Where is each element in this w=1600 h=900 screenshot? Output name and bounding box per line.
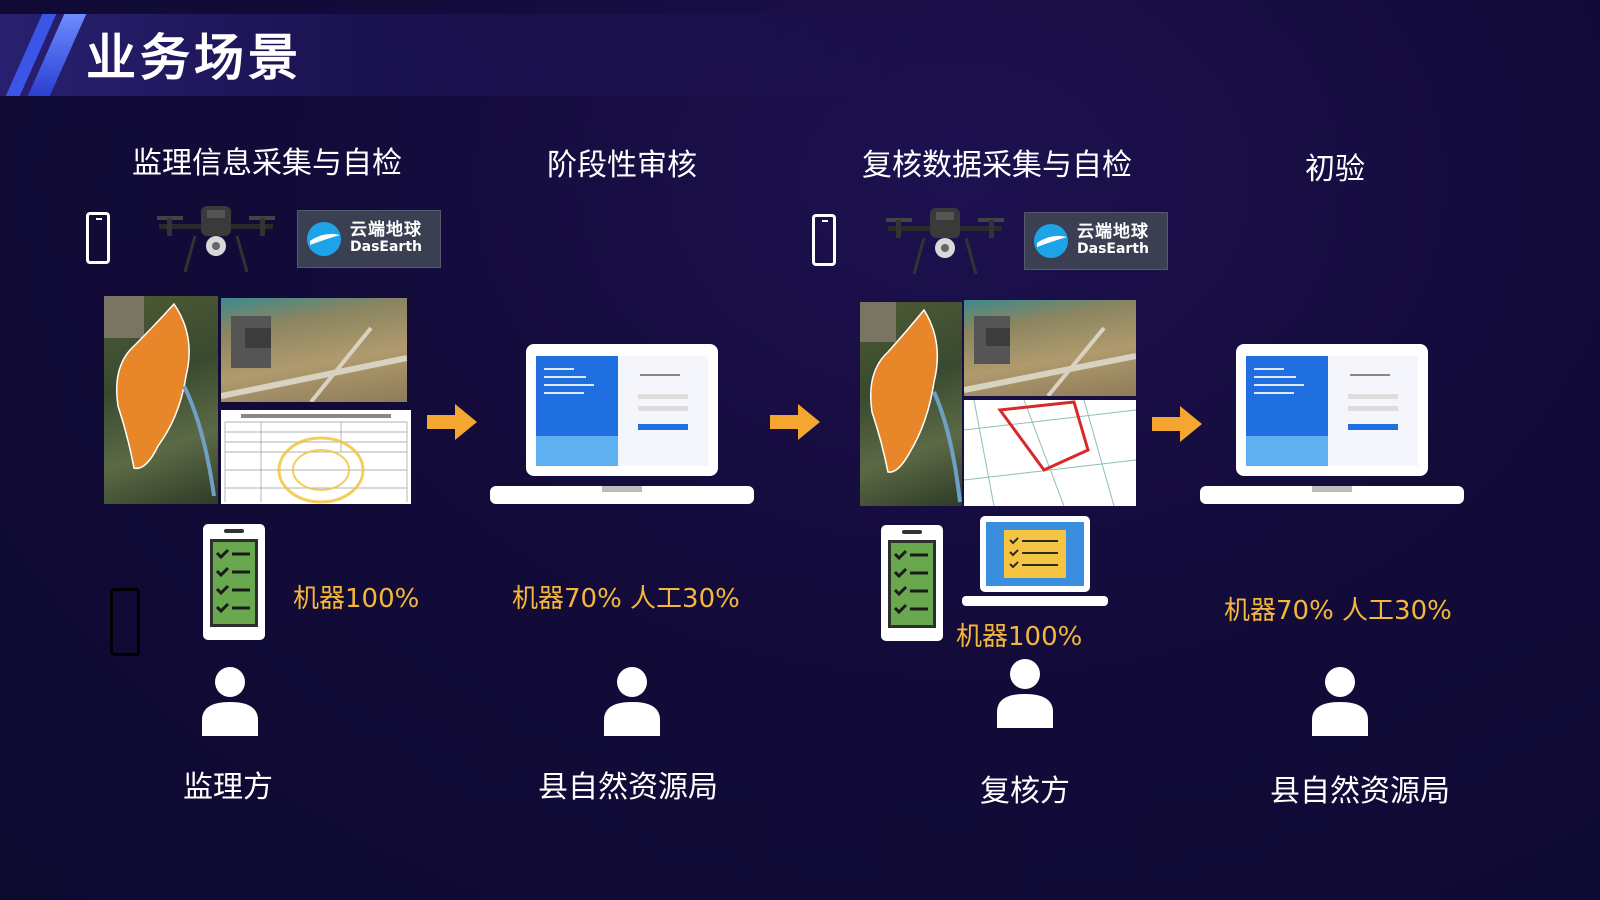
title-banner xyxy=(0,14,900,96)
stage-title-2: 阶段性审核 xyxy=(547,148,697,183)
globe-icon xyxy=(1034,224,1068,258)
report-document xyxy=(221,410,411,504)
role-label-1: 监理方 xyxy=(183,770,273,805)
logo-text-en: DasEarth xyxy=(1077,241,1149,257)
logo-text-cn: 云端地球 xyxy=(350,220,422,240)
ratio-label-2: 机器70% 人工30% xyxy=(512,584,740,614)
person-icon xyxy=(1312,667,1368,736)
person-icon xyxy=(604,667,660,736)
logo-text-en: DasEarth xyxy=(350,239,422,255)
phone-icon xyxy=(86,212,110,264)
phone-icon xyxy=(812,214,836,266)
dasearth-logo: 云端地球 DasEarth xyxy=(1024,212,1168,270)
cad-drawing xyxy=(964,400,1136,506)
page-title: 业务场景 xyxy=(86,29,302,87)
map-image xyxy=(860,302,962,506)
checklist-phone-icon xyxy=(881,525,943,641)
role-label-3: 复核方 xyxy=(980,774,1070,809)
map-image xyxy=(104,296,218,504)
drone-icon xyxy=(157,206,275,273)
ratio-label-4: 机器70% 人工30% xyxy=(1224,596,1452,626)
stage-title-1: 监理信息采集与自检 xyxy=(132,146,402,181)
logo-text-cn: 云端地球 xyxy=(1077,222,1149,242)
stage-title-3: 复核数据采集与自检 xyxy=(862,148,1132,183)
globe-icon xyxy=(307,222,341,256)
role-label-2: 县自然资源局 xyxy=(538,770,718,805)
role-label-4: 县自然资源局 xyxy=(1270,774,1450,809)
arrow-right-icon xyxy=(770,404,820,440)
drone-icon xyxy=(886,208,1004,275)
dasearth-logo: 云端地球 DasEarth xyxy=(297,210,441,268)
aerial-photo xyxy=(964,300,1136,396)
arrow-right-icon xyxy=(427,404,477,440)
stage-title-4: 初验 xyxy=(1305,152,1365,187)
laptop-icon xyxy=(1200,344,1464,504)
laptop-checklist-icon xyxy=(962,516,1108,606)
aerial-photo xyxy=(221,298,407,402)
arrow-right-icon xyxy=(1152,406,1202,442)
ratio-label-3: 机器100% xyxy=(956,622,1083,652)
person-icon xyxy=(202,667,258,736)
ratio-label-1: 机器100% xyxy=(293,584,420,614)
checklist-phone-icon xyxy=(203,524,265,640)
phone-silhouette xyxy=(110,588,140,656)
person-icon xyxy=(997,659,1053,728)
laptop-icon xyxy=(490,344,754,504)
